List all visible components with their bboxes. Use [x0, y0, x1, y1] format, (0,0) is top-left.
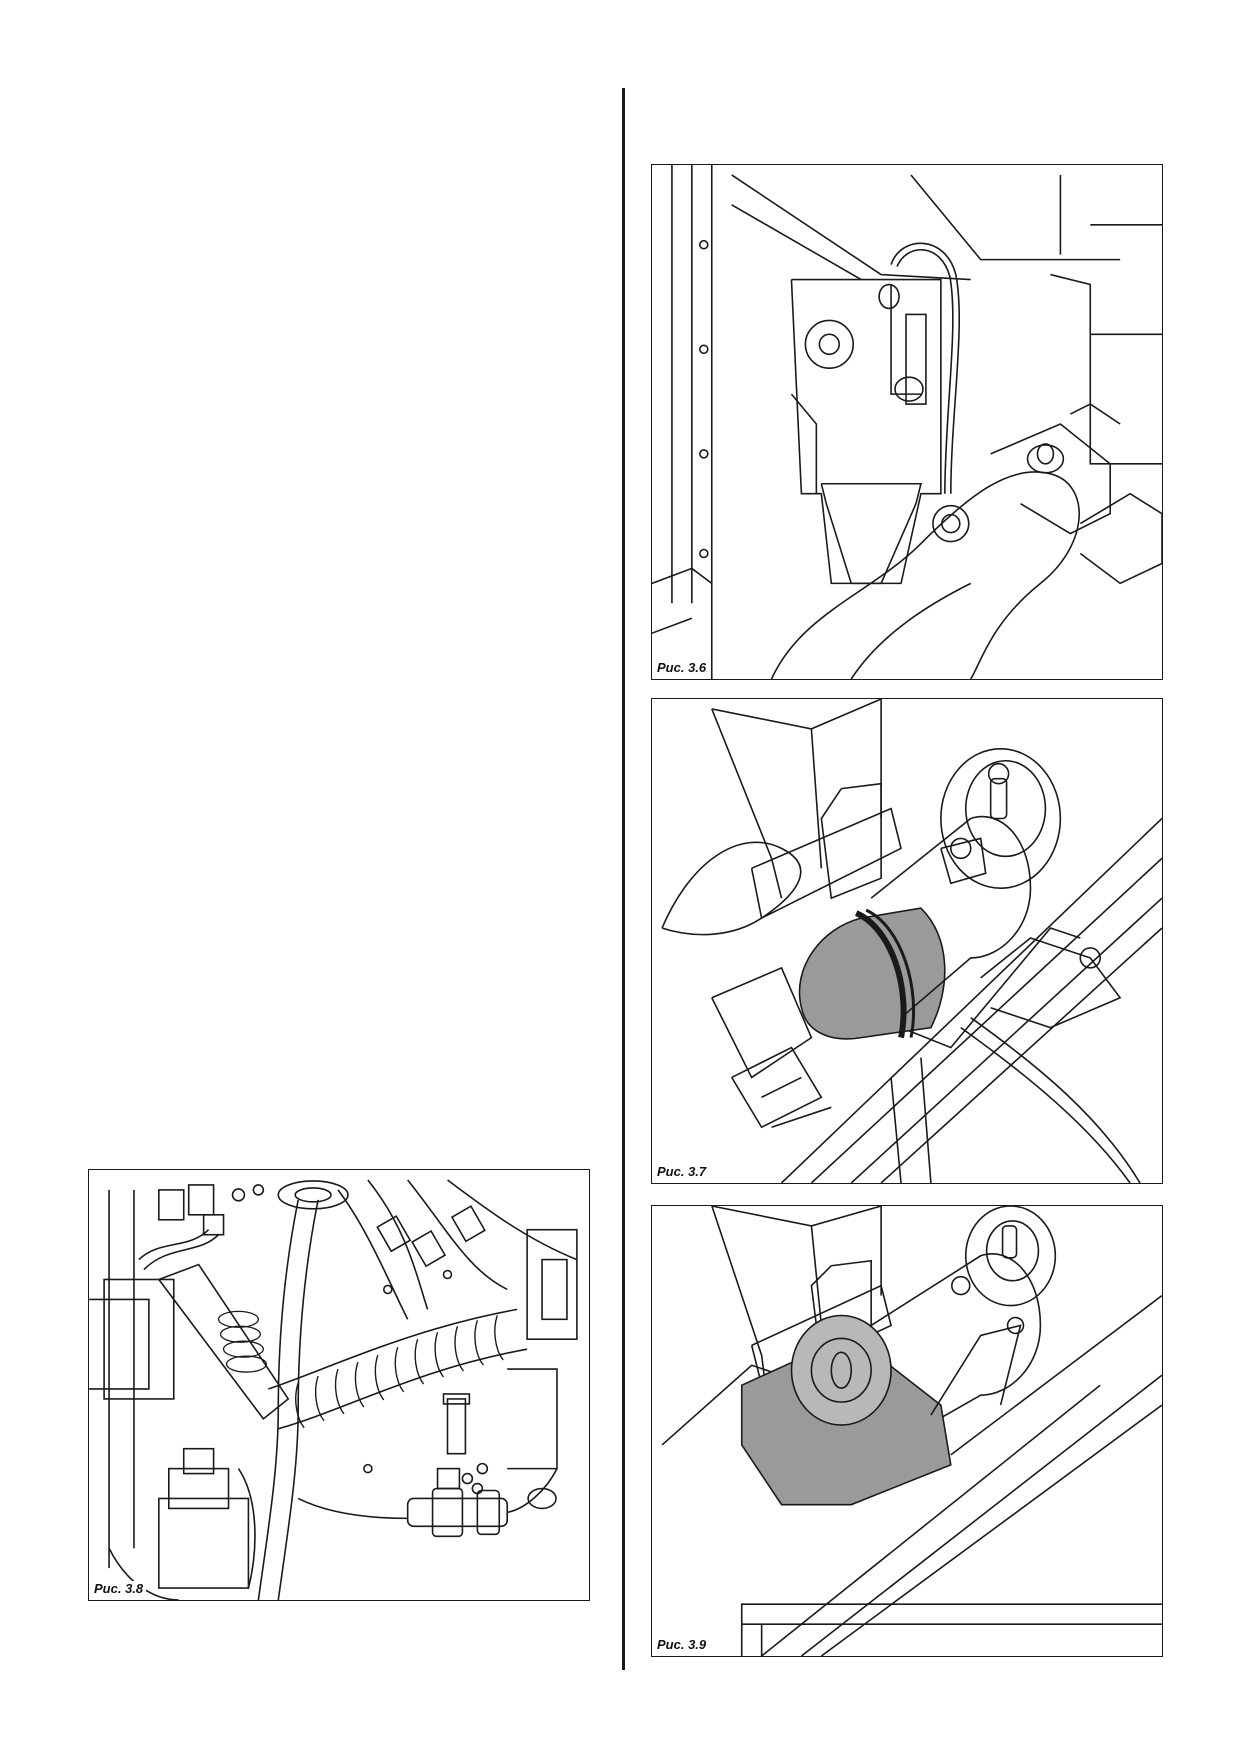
figure-3-8: Рис. 3.8	[88, 1169, 590, 1601]
figure-3-9-drawing	[661, 1206, 1162, 1656]
figure-3-9: Рис. 3.9	[651, 1205, 1163, 1657]
figure-caption: Рис. 3.9	[657, 1637, 710, 1652]
column-divider	[622, 88, 625, 1670]
figure-3-6: Рис. 3.6	[651, 164, 1163, 680]
figure-caption: Рис. 3.8	[94, 1581, 147, 1596]
figure-3-7-drawing	[661, 699, 1162, 1183]
figure-3-8-drawing	[89, 1179, 578, 1600]
figure-3-7: Рис. 3.7	[651, 698, 1163, 1184]
figure-3-6-drawing	[652, 165, 1162, 679]
figure-caption: Рис. 3.6	[657, 660, 710, 675]
figure-caption: Рис. 3.7	[657, 1164, 710, 1179]
